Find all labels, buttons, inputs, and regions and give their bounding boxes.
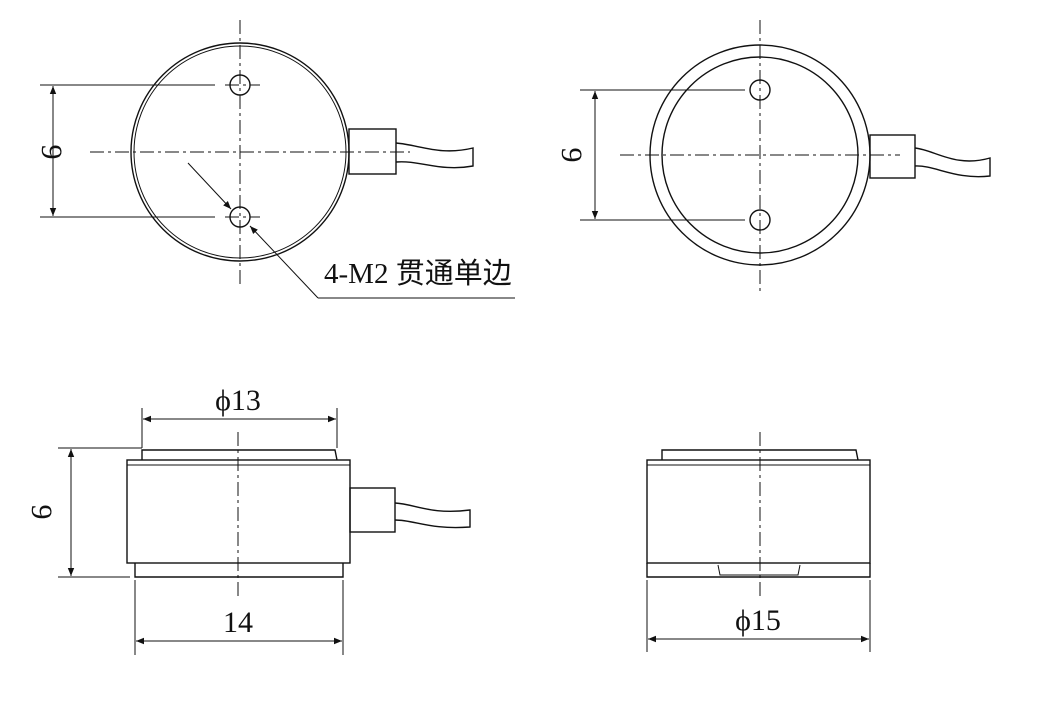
dimension-label-height: 9 (555, 148, 588, 163)
leader-arrow (187, 162, 232, 210)
top-cap (661, 449, 859, 461)
leader-line (249, 225, 319, 299)
bottom-ring (134, 563, 344, 578)
dimension-label-height: 9 (25, 505, 58, 520)
hole-callout: 4-M2 贯通单边 (324, 257, 512, 290)
dimension-label-width: 14 (223, 606, 253, 639)
bottom-ring (646, 563, 871, 578)
top-cap (141, 449, 338, 461)
dimension-label-height: 9 (35, 145, 68, 160)
dimension-label-top-diameter: ϕ13 (215, 384, 261, 417)
body (646, 459, 871, 564)
cable-connector (348, 128, 397, 175)
top-view-right: 9 (555, 20, 991, 292)
bottom-notch (717, 564, 801, 576)
top-view-left: 9 4-M2 贯通单边 (35, 20, 515, 299)
cable (395, 142, 474, 169)
side-view-right: ϕ15 (646, 432, 871, 652)
cable-connector (869, 134, 916, 179)
cable (394, 502, 471, 529)
side-view-left: ϕ13 9 14 (25, 384, 471, 655)
cable-connector (349, 487, 396, 533)
dimension-label-diameter: ϕ15 (735, 604, 781, 637)
cable (914, 147, 991, 178)
